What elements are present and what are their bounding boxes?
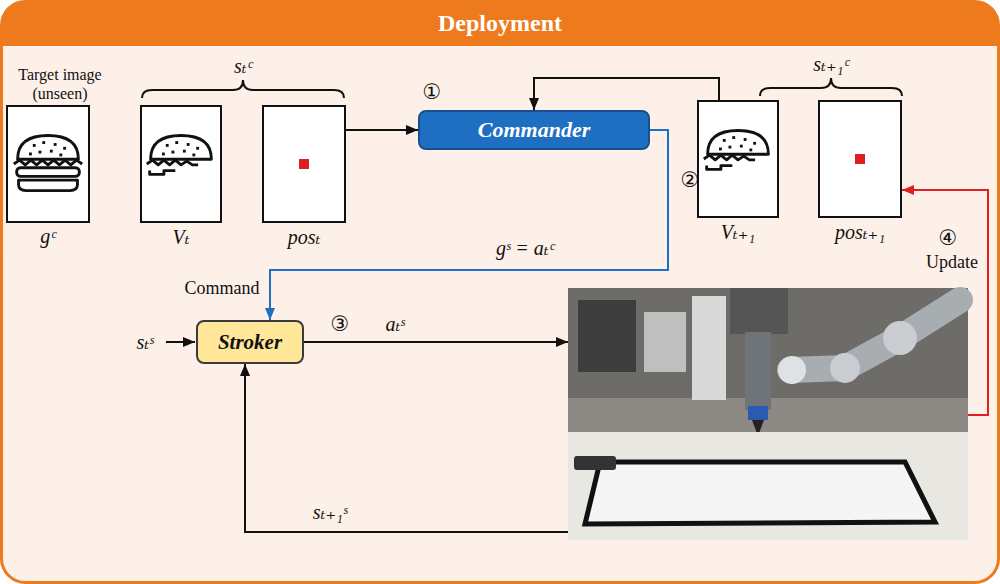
image-caption: posₜ₊₁ (800, 220, 920, 244)
callout-number: ④ (939, 226, 958, 250)
burger-sketch (704, 130, 769, 169)
image-caption: gᶜ (0, 225, 108, 248)
image-heading: Target image (unseen) (8, 65, 112, 103)
stroker-box: Stroker (196, 320, 304, 364)
canvas-image-box: Vₜ₊₁ (697, 100, 779, 218)
image-ground (6, 105, 90, 223)
arrow-connector (245, 364, 568, 532)
box-label: Commander (478, 117, 590, 143)
image-ground (818, 100, 902, 218)
image-caption: Vₜ (122, 225, 240, 249)
edge-label: Update (923, 252, 981, 273)
edge-label: sₜ₊₁ˢ (310, 500, 350, 524)
position-dot (299, 159, 309, 169)
robot-photo (568, 288, 968, 540)
position-image-box: posₜ₊₁ (818, 100, 902, 218)
canvas-image-box: Vₜ (140, 105, 222, 223)
burger-sketch (14, 135, 82, 190)
position-image-box: posₜ (262, 105, 346, 223)
brace (760, 78, 902, 96)
edge-label: aₜˢ (382, 312, 407, 336)
robot-photo-sketch (568, 288, 968, 540)
brace (142, 80, 344, 98)
state-label: sₜ₊₁ᶜ (813, 52, 848, 76)
position-dot (855, 154, 865, 164)
callout-number: ① (423, 80, 442, 104)
callout-number: ② (681, 168, 700, 192)
box-label: Stroker (218, 330, 282, 355)
connector-group (245, 78, 988, 532)
arrow-connector (346, 129, 418, 131)
panel-title: Deployment (0, 0, 1000, 46)
image-caption: Vₜ₊₁ (679, 220, 797, 244)
commander-box: Commander (418, 110, 650, 150)
burger-sketch (147, 135, 212, 174)
arrow-connector (270, 130, 668, 320)
image-ground (697, 100, 779, 218)
target-image-box: Target image (unseen)gᶜ (6, 105, 90, 223)
state-label: sₜᶜ (234, 54, 252, 78)
input-arrow (166, 341, 195, 343)
arrow-connector (902, 190, 988, 415)
callout-number: ③ (331, 312, 350, 336)
state-label: sₜˢ (137, 330, 154, 354)
image-caption: posₜ (244, 225, 364, 249)
image-ground (262, 105, 346, 223)
command-label: Command (185, 278, 260, 299)
arrow-connector (304, 341, 568, 343)
image-ground (140, 105, 222, 223)
edge-label: gˢ = aₜᶜ (493, 236, 557, 260)
arrow-connector (534, 78, 719, 110)
